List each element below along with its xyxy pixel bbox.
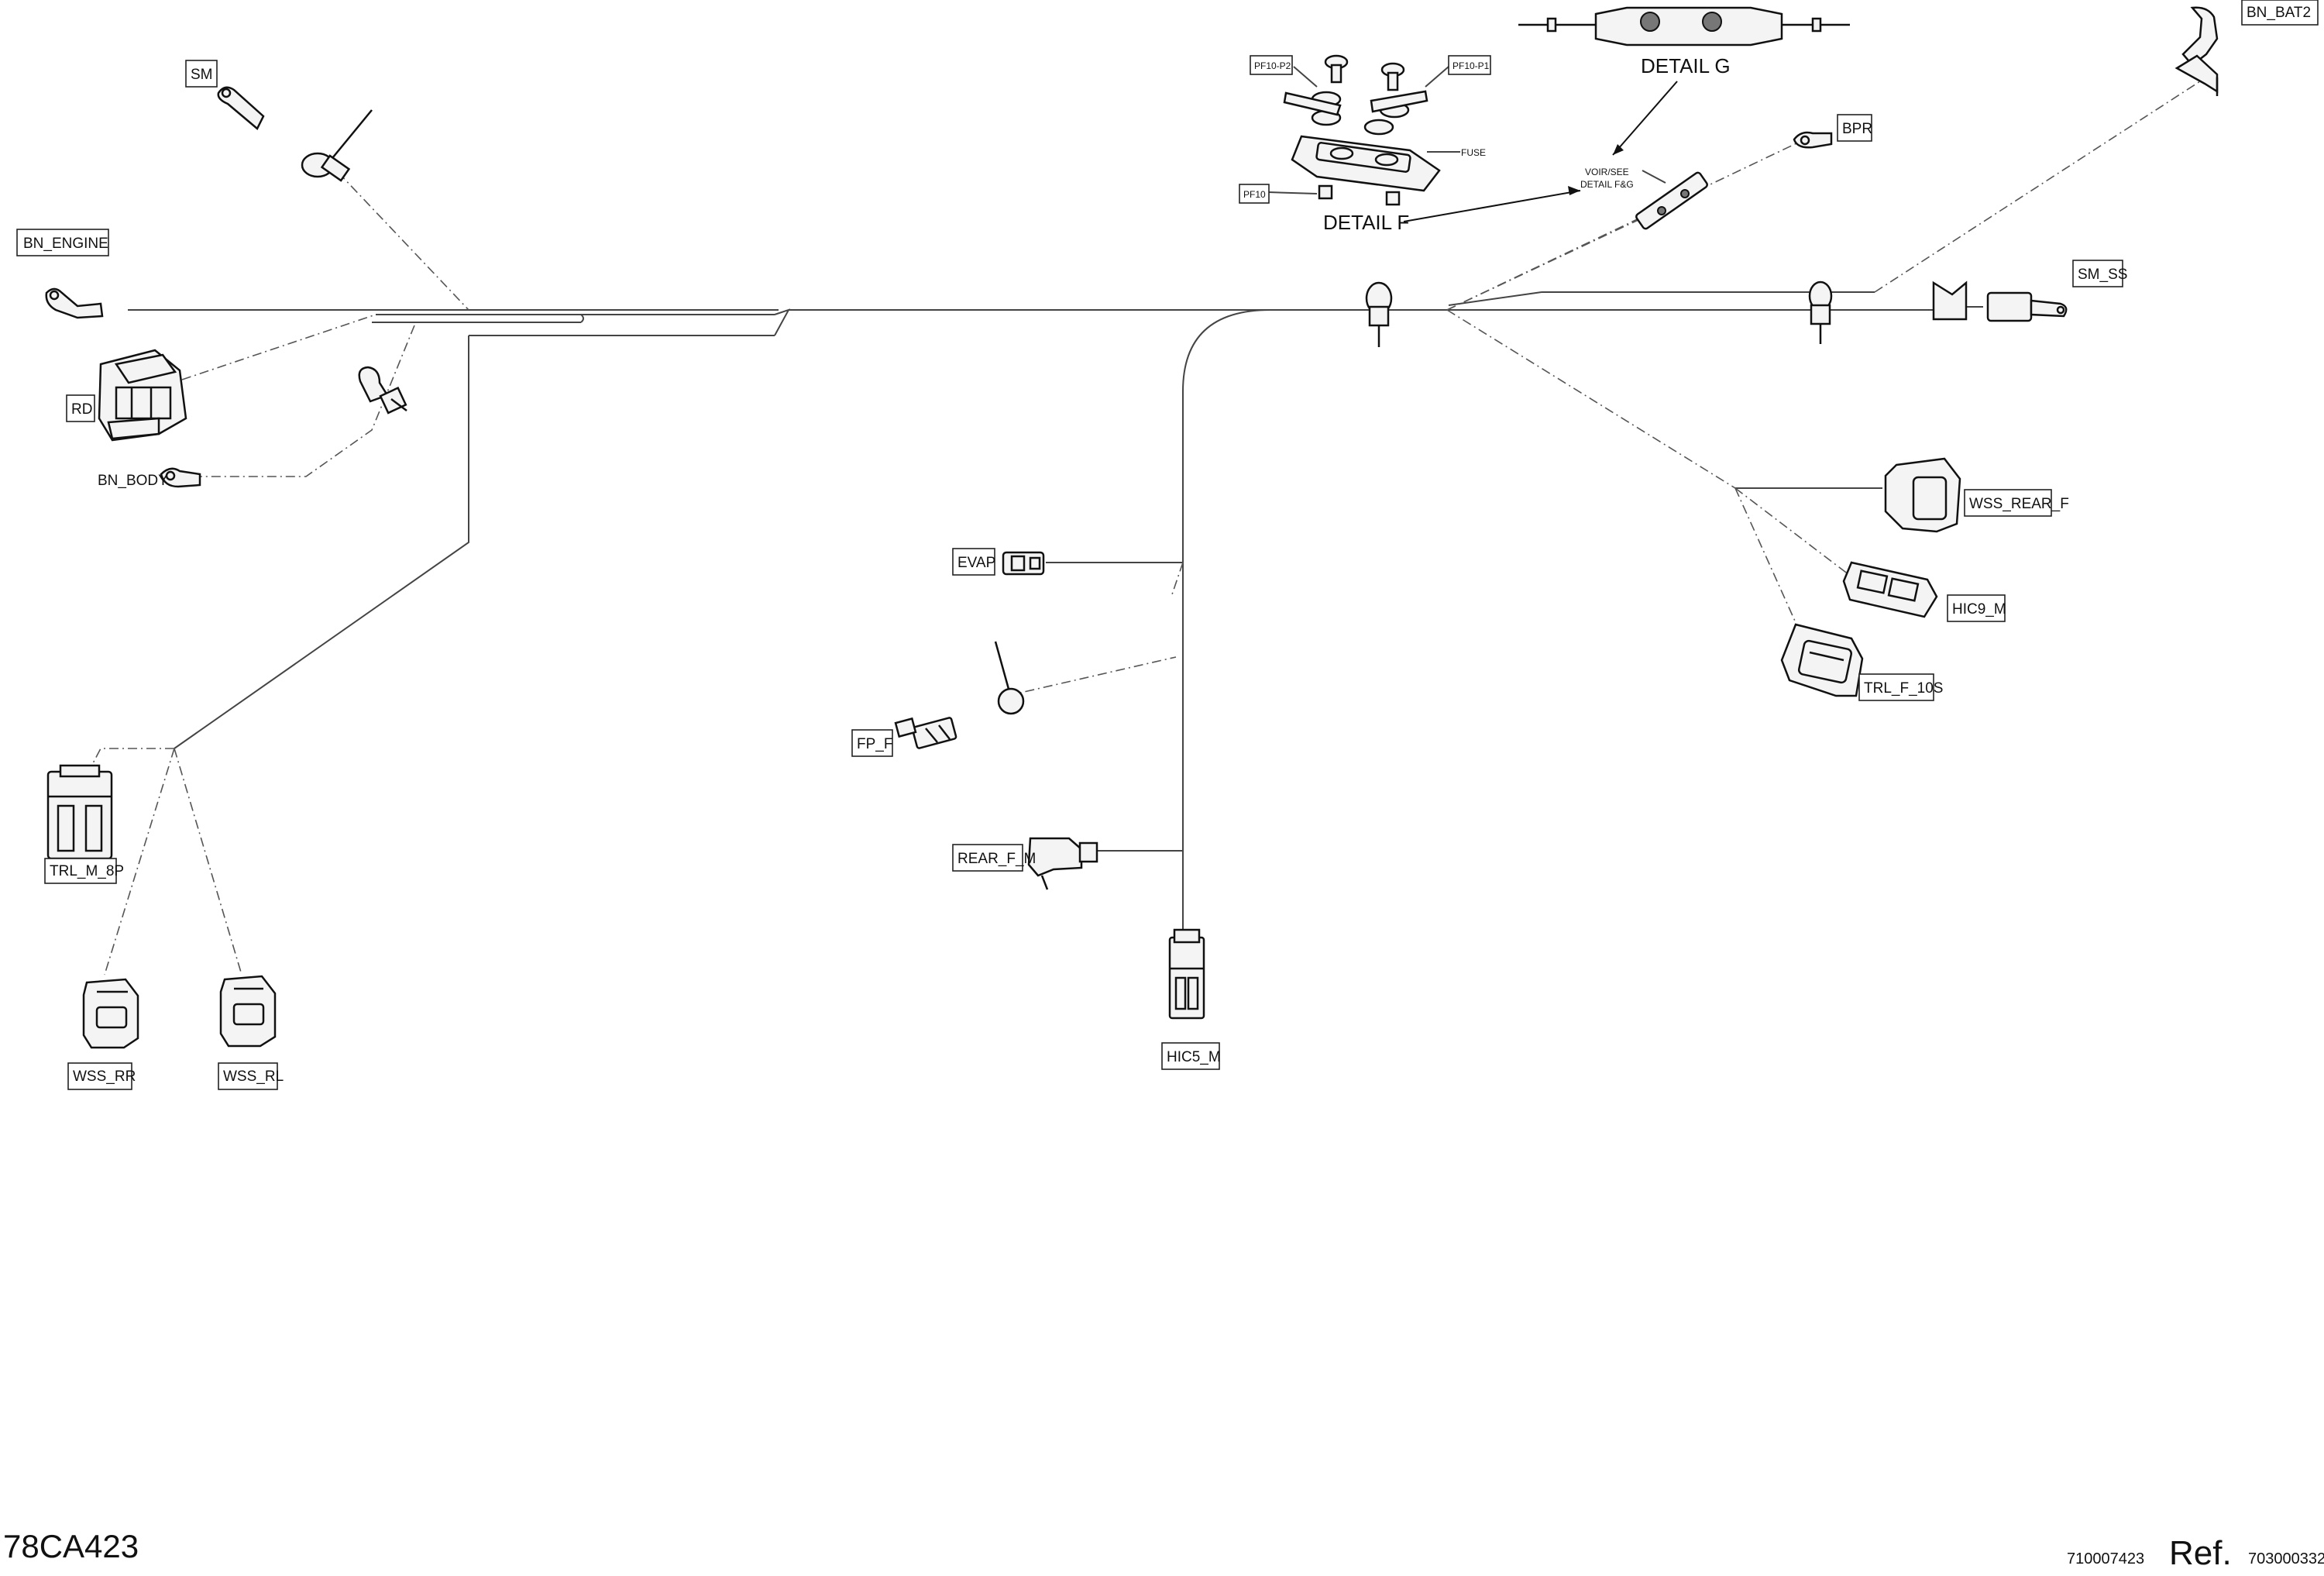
svg-text:PF10-P2: PF10-P2 (1254, 60, 1291, 71)
label-trl-m-8p: TRL_M_8P (44, 858, 124, 884)
detail-arrows (1403, 81, 1678, 222)
svg-text:FUSE: FUSE (1461, 147, 1486, 158)
svg-text:FP_F: FP_F (857, 736, 892, 752)
label-bn-body: BN_BODY (98, 473, 168, 489)
svg-text:SM: SM (191, 67, 213, 83)
label-rd: RD (66, 394, 95, 422)
label-pf10-p2: PF10-P2 (1250, 55, 1293, 75)
svg-text:TRL_M_8P: TRL_M_8P (50, 863, 124, 879)
bn-engine-terminal (45, 287, 104, 319)
ground-clip-icon (358, 366, 407, 415)
center-branches (1006, 562, 1184, 852)
rd-connector (98, 349, 187, 442)
drawing-code: 78CA423 (3, 1528, 139, 1564)
label-hic5-m: HIC5_M (1161, 1042, 1221, 1070)
ref-label: Ref. (2169, 1534, 2232, 1572)
part-number: 710007423 (2067, 1550, 2145, 1567)
label-trl-f-10s: TRL_F_10S (1858, 673, 1943, 701)
svg-text:WSS_RL: WSS_RL (223, 1068, 284, 1085)
ref-number: 703000332 (2248, 1550, 2324, 1567)
detail-g-title: DETAIL G (1641, 54, 1731, 77)
trl-f-10s-connector (1780, 623, 1864, 697)
label-hic9-m: HIC9_M (1947, 594, 2006, 622)
svg-text:RD: RD (71, 401, 92, 418)
p-clamp-icon (1365, 281, 1393, 347)
svg-text:BN_ENGINE: BN_ENGINE (23, 236, 108, 252)
label-wss-rl: WSS_RL (218, 1062, 284, 1090)
harness-trunk (128, 291, 1983, 934)
wss-rr-connector (82, 978, 139, 1049)
sm-ss-flag-icon (1932, 280, 1968, 321)
svg-text:EVAP: EVAP (957, 555, 995, 571)
label-bn-engine: BN_ENGINE (16, 229, 109, 256)
label-fp-f: FP_F (851, 729, 893, 757)
wss-rl-connector (219, 975, 277, 1048)
svg-text:WSS_RR: WSS_RR (73, 1068, 136, 1085)
detail-g-view (1518, 6, 1850, 46)
label-pf10-p1: PF10-P1 (1448, 55, 1491, 75)
screw-icon (1324, 54, 1349, 84)
evap-connector (1002, 551, 1045, 576)
voir-see-line2: DETAIL F&G (1580, 179, 1634, 190)
label-bn-bat2: BN_BAT2 (2241, 0, 2319, 26)
trl-m-8p-connector (46, 764, 113, 860)
svg-text:TRL_F_10S: TRL_F_10S (1864, 680, 1943, 697)
label-rear-f-m: REAR_F_M (952, 844, 1036, 872)
label-bpr: BPR (1837, 114, 1872, 142)
bpr-terminal (1793, 131, 1833, 149)
fp-f-cable-tie-icon (994, 641, 1025, 715)
fp-f-connector (894, 717, 957, 749)
svg-text:REAR_F_M: REAR_F_M (957, 851, 1036, 867)
rear-f-m-connector (1027, 837, 1098, 890)
sm-terminal (217, 86, 265, 130)
svg-text:HIC5_M: HIC5_M (1167, 1049, 1221, 1065)
bn-body-terminal (160, 467, 201, 488)
voir-see-line1: VOIR/SEE (1585, 167, 1629, 177)
wss-rear-f-connector (1884, 457, 1961, 533)
hic5-m-connector (1168, 928, 1205, 1020)
svg-text:PF10-P1: PF10-P1 (1452, 60, 1490, 71)
right-branches (1446, 81, 2201, 627)
detail-f-exploded-view (1267, 54, 1460, 206)
svg-text:BN_BAT2: BN_BAT2 (2247, 5, 2311, 21)
bn-bat2-terminal (2174, 6, 2219, 96)
label-evap: EVAP (952, 548, 995, 576)
svg-text:BPR: BPR (1842, 121, 1872, 137)
label-wss-rr: WSS_RR (67, 1062, 136, 1090)
fuse-holder-icon (1635, 171, 1708, 230)
label-pf10: PF10 (1239, 184, 1270, 204)
svg-text:WSS_REAR_F: WSS_REAR_F (1969, 496, 2069, 512)
hic9-m-connector (1842, 561, 1938, 618)
p-clamp-icon (1808, 280, 1833, 344)
svg-text:BN_BODY: BN_BODY (98, 473, 168, 489)
left-branches (92, 158, 469, 976)
label-fuse: FUSE (1461, 147, 1486, 158)
label-wss-rear-f: WSS_REAR_F (1964, 489, 2069, 517)
label-sm-ss: SM_SS (2072, 260, 2127, 287)
screw-icon (1380, 62, 1405, 91)
sm-cable-tie-icon (301, 109, 373, 182)
detail-f-title: DETAIL F (1323, 211, 1409, 234)
svg-text:PF10: PF10 (1243, 189, 1266, 200)
svg-text:HIC9_M: HIC9_M (1952, 601, 2006, 618)
svg-text:SM_SS: SM_SS (2078, 267, 2127, 283)
label-sm: SM (185, 60, 218, 88)
sm-ss-terminal (1986, 291, 2068, 322)
